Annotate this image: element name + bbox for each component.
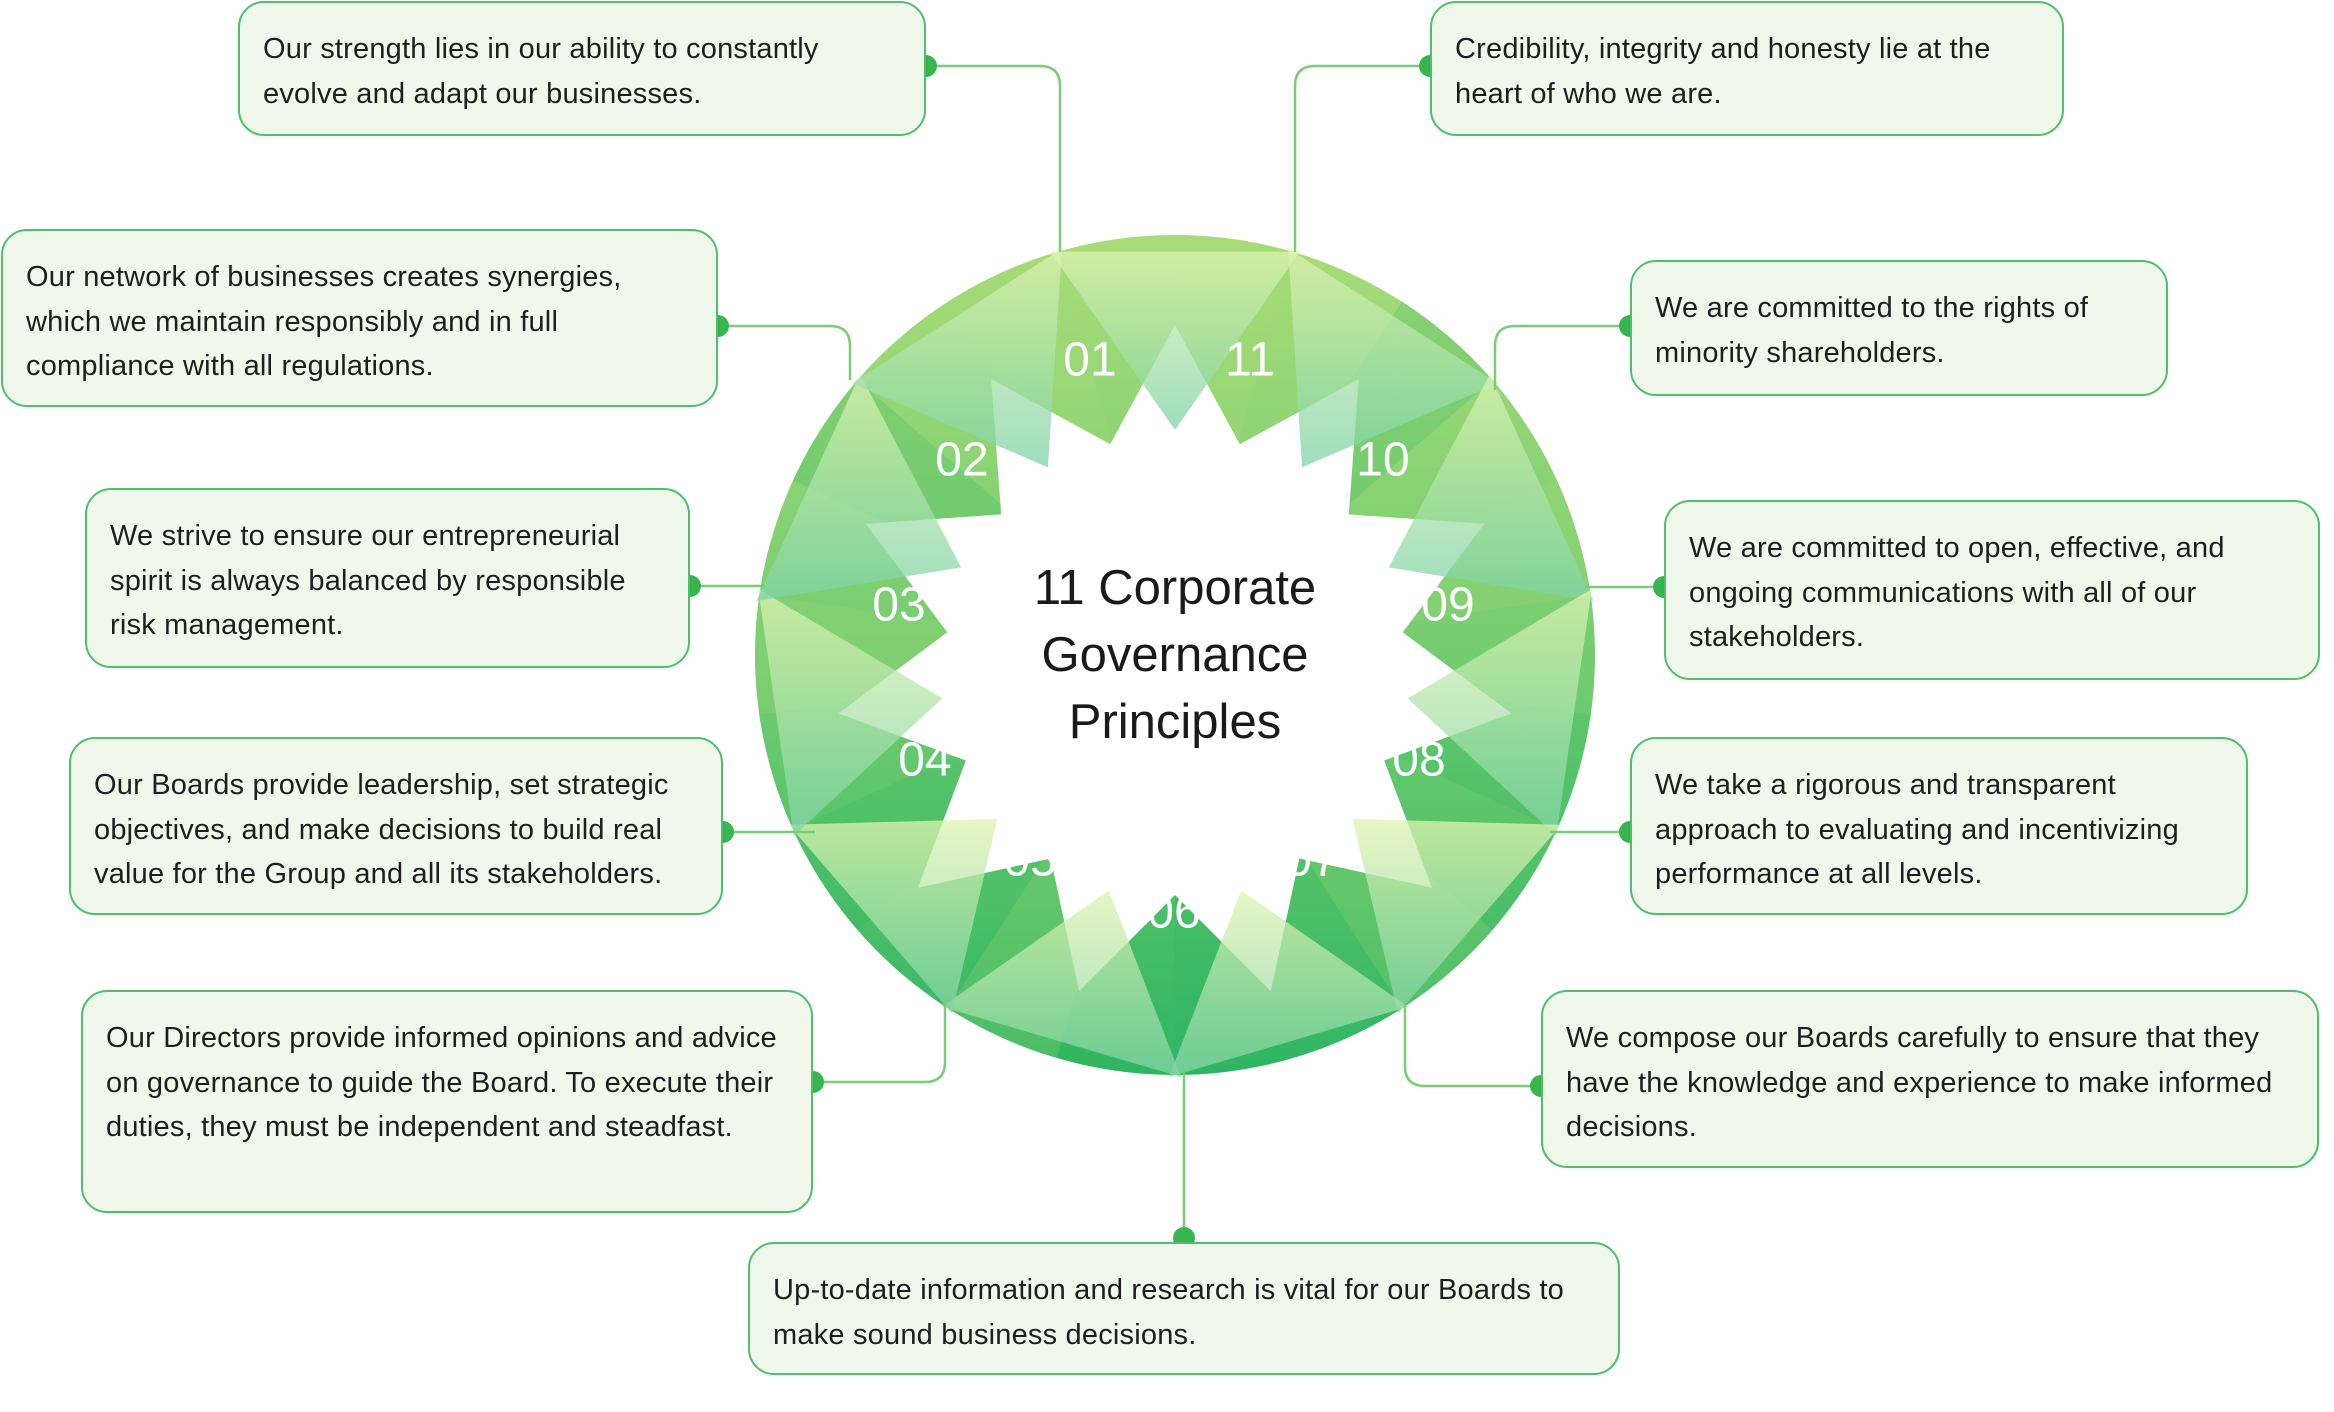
principle-number-10: 10 [1356, 433, 1410, 487]
principle-box-06: Up-to-date information and research is v… [748, 1242, 1620, 1375]
principle-number-07: 07 [1285, 833, 1339, 887]
number-petal [1388, 374, 1594, 601]
number-petal [1352, 818, 1562, 1014]
title-line-2: Governance [1041, 628, 1309, 682]
number-petal [852, 248, 1062, 468]
principle-number-11: 11 [1225, 333, 1275, 387]
number-petal [1407, 588, 1592, 836]
principle-number-05: 05 [1003, 833, 1057, 887]
principle-box-11: Credibility, integrity and honesty lie a… [1430, 1, 2064, 136]
number-petal [1168, 890, 1409, 1077]
principle-number-03: 03 [872, 578, 926, 632]
principle-box-05: Our Directors provide informed opinions … [81, 990, 813, 1213]
principle-box-08: We take a rigorous and transparent appro… [1630, 737, 2248, 915]
principle-number-06: 06 [1147, 885, 1201, 939]
connector-line [1493, 324, 1630, 390]
principle-number-08: 08 [1392, 733, 1446, 787]
principle-number-09: 09 [1421, 578, 1475, 632]
principle-box-01: Our strength lies in our ability to cons… [238, 1, 926, 136]
number-petal [941, 890, 1182, 1077]
principle-box-03: We strive to ensure our entrepreneurial … [85, 488, 690, 668]
number-petal [756, 374, 962, 601]
principle-number-02: 02 [935, 433, 989, 487]
principle-number-01: 01 [1063, 333, 1117, 387]
number-petals [756, 248, 1594, 1077]
connector-line [1403, 1000, 1541, 1088]
principle-box-10: We are committed to the rights of minori… [1630, 260, 2168, 396]
number-petal [1288, 248, 1498, 468]
number-petal [1050, 251, 1300, 430]
number-petal [758, 588, 943, 836]
principle-box-04: Our Boards provide leadership, set strat… [69, 737, 723, 915]
connector-line [718, 324, 852, 380]
connector-line [813, 1000, 947, 1084]
principle-number-04: 04 [898, 733, 952, 787]
diagram-title: 11 Corporate Governance Principles [995, 555, 1355, 756]
connector-line [926, 64, 1062, 252]
title-line-3: Principles [1068, 695, 1282, 749]
connector-line [1293, 64, 1430, 252]
principle-box-09: We are committed to open, effective, and… [1664, 500, 2320, 680]
number-petal [788, 818, 998, 1014]
title-line-1: 11 Corporate [1033, 561, 1317, 615]
principle-box-07: We compose our Boards carefully to ensur… [1541, 990, 2319, 1168]
center-star [838, 325, 1512, 992]
principle-box-02: Our network of businesses creates synerg… [1, 229, 718, 407]
